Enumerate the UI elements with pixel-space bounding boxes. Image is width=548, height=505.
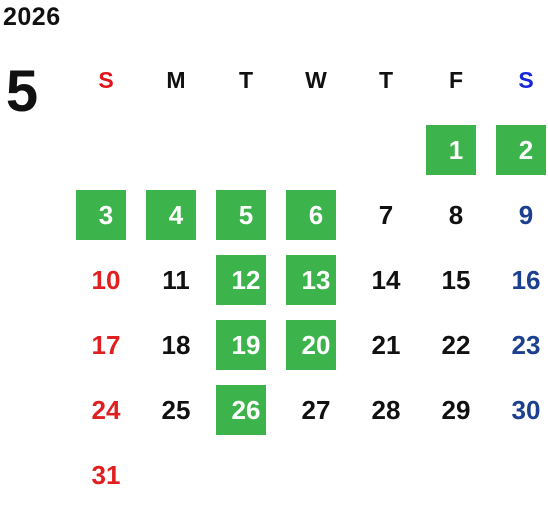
highlight-box	[146, 190, 196, 240]
day-cell[interactable]: 25	[141, 375, 211, 440]
day-number: 22	[441, 330, 471, 360]
day-cell[interactable]: 31	[71, 440, 141, 505]
day-number: 7	[378, 200, 394, 230]
day-number: 3	[98, 200, 114, 230]
day-cell[interactable]: 24	[71, 375, 141, 440]
empty-cell	[281, 115, 351, 180]
day-number: 21	[371, 330, 401, 360]
day-number: 17	[91, 330, 121, 360]
day-number: 5	[238, 200, 254, 230]
day-number: 14	[371, 265, 401, 295]
weekday-header: T	[238, 66, 254, 93]
day-cell[interactable]: 10	[71, 245, 141, 310]
day-number: 9	[518, 200, 534, 230]
weekday-header: F	[448, 66, 464, 93]
highlight-box	[286, 190, 336, 240]
day-cell[interactable]: 20	[281, 310, 351, 375]
day-number: 15	[441, 265, 471, 295]
highlight-box	[216, 255, 266, 305]
highlight-box	[496, 125, 546, 175]
calendar-year: 2026	[3, 3, 61, 31]
empty-cell	[491, 440, 548, 505]
empty-cell	[281, 440, 351, 505]
day-number: 26	[231, 395, 261, 425]
highlight-box	[286, 255, 336, 305]
weekday-header: M	[166, 66, 186, 93]
day-number: 31	[91, 460, 121, 490]
day-number: 4	[168, 200, 184, 230]
day-cell[interactable]: 19	[211, 310, 281, 375]
day-number: 10	[91, 265, 121, 295]
calendar-month: 5	[5, 59, 39, 124]
empty-cell	[351, 440, 421, 505]
day-number: 29	[441, 395, 471, 425]
weekday-header: S	[98, 66, 114, 93]
day-cell[interactable]: 3	[71, 180, 141, 245]
day-number: 25	[161, 395, 191, 425]
day-number: 1	[448, 135, 464, 165]
day-number: 8	[448, 200, 464, 230]
day-number: 20	[301, 330, 331, 360]
day-cell[interactable]: 22	[421, 310, 491, 375]
day-number: 2	[518, 135, 534, 165]
empty-cell	[211, 115, 281, 180]
day-cell[interactable]: 29	[421, 375, 491, 440]
day-cell[interactable]: 1	[421, 115, 491, 180]
day-number: 19	[231, 330, 261, 360]
day-number: 18	[161, 330, 191, 360]
day-cell[interactable]: 12	[211, 245, 281, 310]
day-number: 30	[511, 395, 541, 425]
empty-cell	[421, 440, 491, 505]
highlight-box	[216, 320, 266, 370]
day-cell[interactable]: 5	[211, 180, 281, 245]
day-cell[interactable]: 18	[141, 310, 211, 375]
empty-cell	[141, 115, 211, 180]
day-cell[interactable]: 2	[491, 115, 548, 180]
day-number: 13	[301, 265, 331, 295]
day-cell[interactable]: 23	[491, 310, 548, 375]
highlight-box	[216, 385, 266, 435]
day-number: 28	[371, 395, 401, 425]
day-number: 11	[162, 265, 190, 295]
day-cell[interactable]: 6	[281, 180, 351, 245]
day-number: 12	[231, 265, 261, 295]
day-cell[interactable]: 15	[421, 245, 491, 310]
day-number: 27	[301, 395, 331, 425]
empty-cell	[141, 440, 211, 505]
day-cell[interactable]: 17	[71, 310, 141, 375]
day-number: 6	[308, 200, 324, 230]
day-cell[interactable]: 11	[141, 245, 211, 310]
highlight-box	[286, 320, 336, 370]
day-cell[interactable]: 28	[351, 375, 421, 440]
day-cell[interactable]: 14	[351, 245, 421, 310]
day-cell[interactable]: 30	[491, 375, 548, 440]
empty-cell	[351, 115, 421, 180]
weekday-header: T	[378, 66, 394, 93]
highlight-box	[76, 190, 126, 240]
weekday-header: S	[518, 66, 534, 93]
day-cell[interactable]: 8	[421, 180, 491, 245]
day-cell[interactable]: 26	[211, 375, 281, 440]
day-cell[interactable]: 13	[281, 245, 351, 310]
day-cell[interactable]: 7	[351, 180, 421, 245]
empty-cell	[71, 115, 141, 180]
day-cell[interactable]: 21	[351, 310, 421, 375]
empty-cell	[211, 440, 281, 505]
day-number: 16	[511, 265, 541, 295]
day-cell[interactable]: 27	[281, 375, 351, 440]
highlight-box	[216, 190, 266, 240]
day-cell[interactable]: 4	[141, 180, 211, 245]
day-cell[interactable]: 16	[491, 245, 548, 310]
day-number: 24	[91, 395, 121, 425]
highlight-box	[426, 125, 476, 175]
weekday-header: W	[305, 66, 327, 93]
day-cell[interactable]: 9	[491, 180, 548, 245]
day-number: 23	[511, 330, 541, 360]
